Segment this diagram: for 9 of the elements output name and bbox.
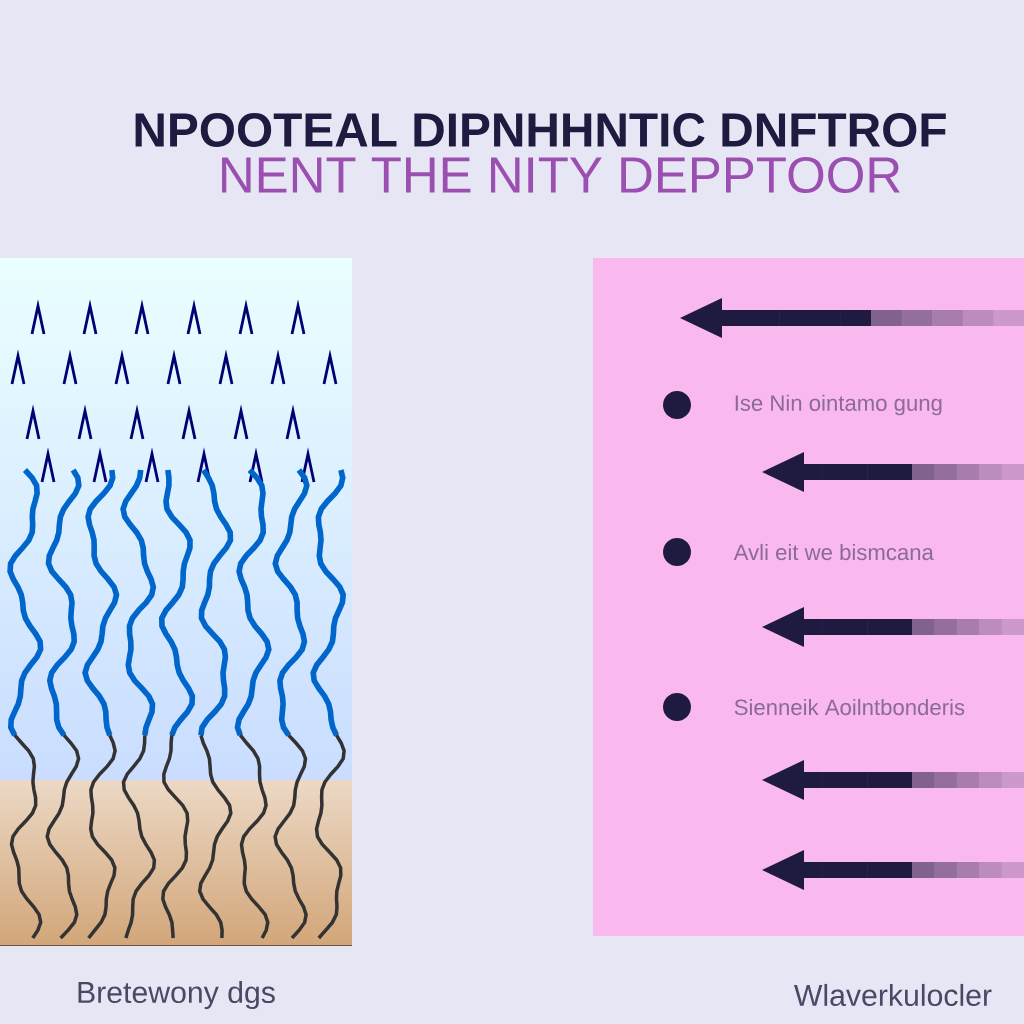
bullet-text: Ise Nin ointamo gung [735,394,942,416]
panel-caption: Bretewony dgs [78,980,275,1010]
landscape-drawing [0,299,352,946]
bullet-text: Sienneik Aoilntbonderis [734,698,965,716]
bullet-text: Avli eit we bismcana [733,543,934,561]
subtitle: NENT THE NITY DEPPTOOR [222,156,900,194]
panel-caption: Wlaverkulocler [794,983,992,1007]
title: NPOOTEAL DIPNHHNTIC DNFTROF [135,113,946,147]
text-panel [593,258,1024,936]
